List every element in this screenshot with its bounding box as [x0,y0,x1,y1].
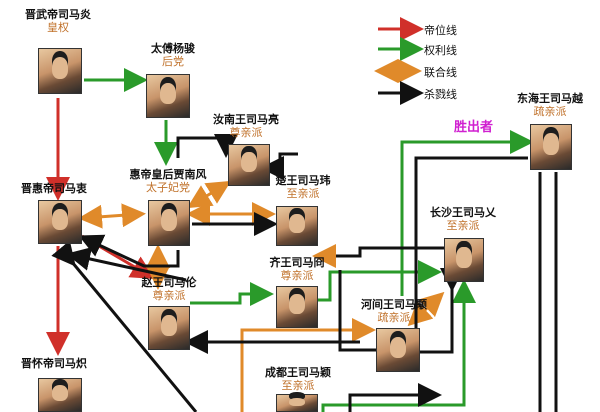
person-name: 太傅杨骏 [151,42,195,55]
node-sima-yan: 晋武帝司马炎 皇权 [8,8,108,34]
node-sima-chi: 晋怀帝司马炽 [4,357,104,370]
portrait-sima-wei [276,206,318,246]
faction-label: 疏亲派 [377,311,411,324]
faction-label: 皇权 [47,21,69,34]
node-sima-ying: 成都王司马颖 至亲派 [248,366,348,392]
portrait-sima-lun [148,306,190,350]
faction-label: 疏亲派 [533,105,567,118]
portrait-sima-liang [228,144,270,186]
faction-label: 至亲派 [281,379,315,392]
person-name: 齐王司马冏 [269,256,325,269]
portrait-sima-ying [276,394,318,412]
legend-label-succession: 帝位线 [424,24,457,37]
node-sima-yong: 河间王司马颙 疏亲派 [344,298,444,324]
person-name: 汝南王司马亮 [213,113,279,126]
portrait-jia-nanfeng [148,200,190,246]
person-name: 楚王司马玮 [275,174,331,187]
portrait-sima-zhong [38,200,82,244]
faction-label: 尊亲派 [229,126,263,139]
portrait-sima-chi [38,378,82,412]
person-name: 惠帝皇后贾南风 [129,168,207,181]
faction-label: 太子妃党 [146,181,190,194]
winner-label: 胜出者 [454,120,494,135]
node-sima-zhong: 晋惠帝司马衷 [4,182,104,195]
node-yang-jun: 太傅杨骏 后党 [128,42,218,68]
node-jia-nanfeng: 惠帝皇后贾南风 太子妃党 [112,168,224,194]
person-name: 赵王司马伦 [141,276,197,289]
portrait-sima-ai [444,238,484,282]
legend-label-kill: 杀戮线 [424,88,457,101]
node-sima-liang: 汝南王司马亮 尊亲派 [196,113,296,139]
node-sima-yue: 东海王司马越 疏亲派 [502,92,598,118]
legend-label-alliance: 联合线 [424,66,457,79]
faction-label: 后党 [162,55,184,68]
node-sima-lun: 赵王司马伦 尊亲派 [124,276,214,302]
node-sima-ai: 长沙王司马乂 至亲派 [418,206,508,232]
legend-label-power: 权利线 [424,44,457,57]
portrait-sima-yan [38,48,82,94]
person-name: 成都王司马颖 [265,366,331,379]
portrait-sima-yong [376,328,420,372]
person-name: 东海王司马越 [517,92,583,105]
person-name: 晋怀帝司马炽 [21,357,87,370]
portrait-yang-jun [146,74,190,118]
faction-label: 尊亲派 [152,289,186,302]
faction-label: 尊亲派 [280,269,314,282]
portrait-sima-jiong [276,286,318,328]
person-name: 长沙王司马乂 [430,206,496,219]
person-name: 河间王司马颙 [361,298,427,311]
node-sima-wei: 楚王司马玮 至亲派 [258,174,348,200]
person-name: 晋惠帝司马衷 [21,182,87,195]
faction-label: 至亲派 [446,219,480,232]
person-name: 晋武帝司马炎 [25,8,91,21]
node-sima-jiong: 齐王司马冏 尊亲派 [252,256,342,282]
faction-label: 至亲派 [286,187,320,200]
portrait-sima-yue [530,124,572,170]
